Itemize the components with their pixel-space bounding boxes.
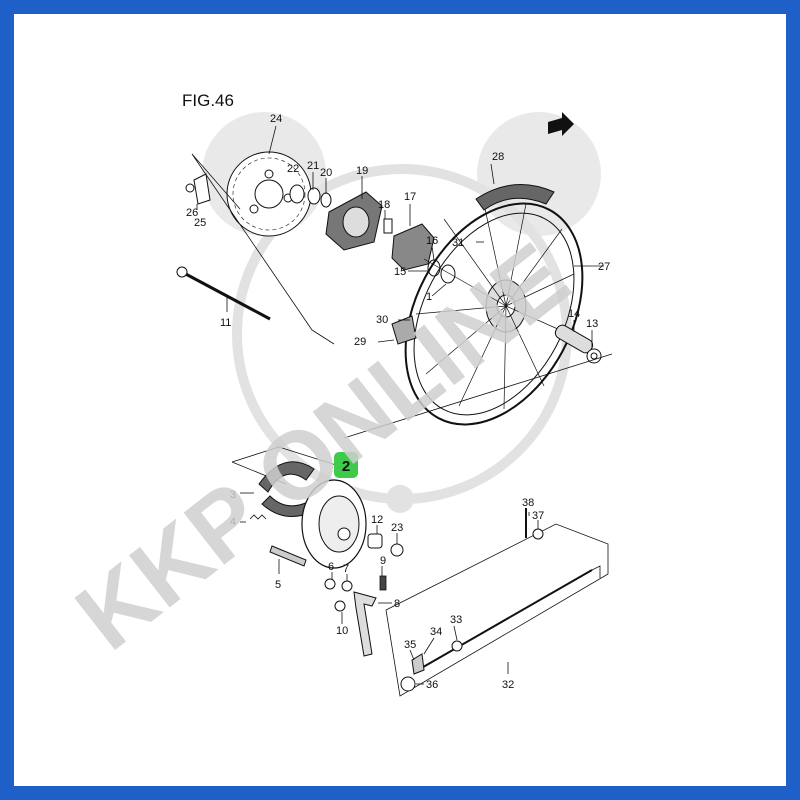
bearing bbox=[440, 264, 456, 284]
callout-10: 10 bbox=[336, 625, 348, 637]
callout-7: 7 bbox=[343, 563, 349, 575]
callout-36: 36 bbox=[426, 679, 438, 691]
rim-band bbox=[391, 315, 417, 345]
callout-14: 14 bbox=[568, 308, 580, 320]
rear-wheel bbox=[404, 202, 584, 426]
callout-19: 19 bbox=[356, 165, 368, 177]
brake-rod-outline bbox=[385, 523, 609, 697]
callout-12: 12 bbox=[371, 514, 383, 526]
callout-38: 38 bbox=[522, 497, 534, 509]
callout-4: 4 bbox=[230, 516, 236, 528]
brake-cam bbox=[269, 545, 307, 567]
brake-cam-lever bbox=[353, 591, 377, 657]
pin-washer bbox=[532, 528, 544, 540]
brake-rod bbox=[417, 569, 593, 671]
assembly-outline bbox=[191, 153, 613, 439]
axle-shaft bbox=[176, 266, 271, 321]
hub-damper bbox=[391, 223, 435, 271]
washer bbox=[324, 578, 336, 590]
tire-section bbox=[475, 183, 555, 211]
exploded-parts-diagram: FIG.46 bbox=[57, 91, 613, 697]
callout-25: 25 bbox=[194, 217, 206, 229]
lever-nut bbox=[334, 600, 346, 612]
brake-spring bbox=[249, 514, 267, 520]
bolt bbox=[379, 575, 387, 591]
brake-nut bbox=[390, 543, 404, 557]
callout-1: 1 bbox=[426, 291, 432, 303]
bearing-set bbox=[289, 184, 332, 208]
callout-24: 24 bbox=[270, 113, 282, 125]
callout-33: 33 bbox=[450, 614, 462, 626]
badge-label: 2 bbox=[342, 458, 350, 475]
figure-title: FIG.46 bbox=[182, 91, 234, 110]
callout-32: 32 bbox=[502, 679, 514, 691]
callout-6: 6 bbox=[328, 561, 334, 573]
callout-8: 8 bbox=[394, 598, 400, 610]
rod-washer bbox=[451, 640, 463, 652]
callout-21: 21 bbox=[307, 160, 319, 172]
spacer bbox=[383, 218, 393, 234]
callout-29: 29 bbox=[354, 336, 366, 348]
highlight-badge: 2 bbox=[334, 452, 358, 478]
callout-13: 13 bbox=[586, 318, 598, 330]
adjust-nut bbox=[400, 676, 416, 692]
callout-20: 20 bbox=[320, 167, 332, 179]
callout-34: 34 bbox=[430, 626, 442, 638]
callout-23: 23 bbox=[391, 522, 403, 534]
callout-18: 18 bbox=[378, 199, 390, 211]
callout-17: 17 bbox=[404, 191, 416, 203]
rod-joint bbox=[411, 653, 425, 675]
callout-16: 16 bbox=[426, 235, 438, 247]
callout-37: 37 bbox=[532, 510, 544, 522]
brake-panel bbox=[301, 479, 367, 569]
callout-27: 27 bbox=[598, 261, 610, 273]
callout-28: 28 bbox=[492, 151, 504, 163]
callout-35: 35 bbox=[404, 639, 416, 651]
callout-30: 30 bbox=[376, 314, 388, 326]
sprocket bbox=[226, 151, 312, 237]
callout-5: 5 bbox=[275, 579, 281, 591]
callout-9: 9 bbox=[380, 555, 386, 567]
diagram-frame: FIG.46 bbox=[14, 14, 786, 786]
lock-washer bbox=[185, 173, 211, 205]
sprocket-hub bbox=[325, 191, 383, 251]
leader-lines bbox=[196, 125, 604, 685]
callout-31: 31 bbox=[452, 237, 464, 249]
fwd-arrow-icon bbox=[548, 112, 574, 136]
callout-26: 26 bbox=[186, 207, 198, 219]
callout-11: 11 bbox=[220, 317, 231, 329]
callout-labels: 1 3 4 5 6 7 8 9 10 11 12 13 14 15 16 17 … bbox=[186, 113, 610, 691]
callout-15: 15 bbox=[394, 266, 406, 278]
callout-22: 22 bbox=[287, 163, 299, 175]
o-ring bbox=[341, 580, 353, 592]
callout-3: 3 bbox=[230, 489, 236, 501]
collar bbox=[367, 533, 383, 549]
watermark-text: KKP ONLINE bbox=[57, 223, 588, 671]
